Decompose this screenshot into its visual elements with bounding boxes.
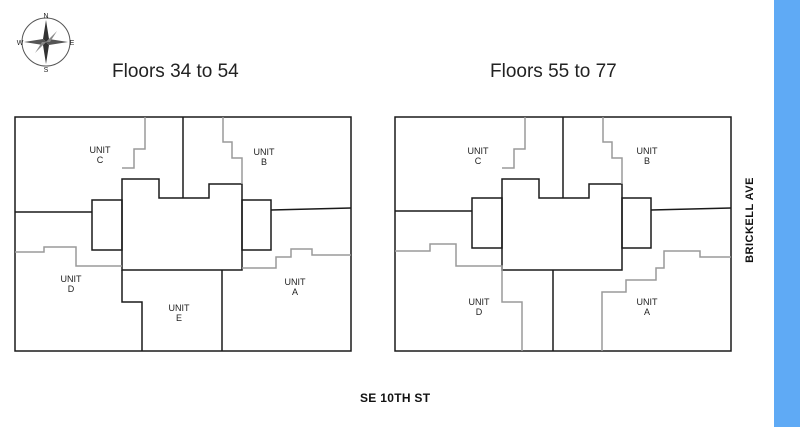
core-wing-east xyxy=(621,197,652,249)
compass-north: N xyxy=(43,13,48,20)
compass-east: E xyxy=(70,40,75,47)
unit-letter: E xyxy=(176,313,182,323)
unit-letter: C xyxy=(475,156,482,166)
compass-west: W xyxy=(17,40,24,47)
boundary-unit-a xyxy=(601,250,731,351)
unit-label: UNIT xyxy=(285,277,306,287)
compass-south: S xyxy=(44,67,49,74)
core-wing-west xyxy=(471,197,503,249)
boundary-unit-c xyxy=(122,117,146,169)
wall-east xyxy=(270,207,352,211)
street-label-brickell-ave: BRICKELL AVE xyxy=(744,177,756,263)
unit-label: UNIT xyxy=(637,297,658,307)
unit-letter: D xyxy=(68,284,75,294)
boundary-unit-a xyxy=(242,248,351,269)
boundary-unit-b xyxy=(602,117,623,184)
plan-title-floors-34-54: Floors 34 to 54 xyxy=(112,61,239,82)
unit-label: UNIT xyxy=(254,147,275,157)
core-wing-east xyxy=(241,199,272,251)
right-accent-bar xyxy=(774,0,800,427)
unit-label: UNIT xyxy=(469,297,490,307)
unit-letter: A xyxy=(292,287,298,297)
unit-letter: B xyxy=(644,156,650,166)
unit-label: UNIT xyxy=(169,303,190,313)
boundary-unit-d xyxy=(395,243,523,351)
unit-letter: D xyxy=(476,307,483,317)
core-wing-west xyxy=(91,199,123,251)
floor-plan-55-77: UNIT C UNIT B UNIT D UNIT A xyxy=(394,116,732,352)
unit-letter: C xyxy=(97,155,104,165)
wall-south-west xyxy=(121,270,143,351)
floor-plan-34-54: UNIT C UNIT B UNIT D UNIT E UNIT A xyxy=(14,116,352,352)
plan-title-floors-55-77: Floors 55 to 77 xyxy=(490,61,617,82)
unit-label: UNIT xyxy=(61,274,82,284)
core xyxy=(121,178,243,271)
wall-east xyxy=(650,207,732,211)
street-label-se-10th-st: SE 10TH ST xyxy=(360,391,431,405)
unit-label: UNIT xyxy=(468,146,489,156)
boundary-unit-c xyxy=(502,117,526,169)
core xyxy=(501,178,623,271)
unit-label: UNIT xyxy=(90,145,111,155)
boundary-unit-d xyxy=(15,246,122,267)
unit-letter: A xyxy=(644,307,650,317)
unit-label: UNIT xyxy=(637,146,658,156)
unit-letter: B xyxy=(261,157,267,167)
boundary-unit-b xyxy=(222,117,243,184)
compass-rose-icon: N E S W xyxy=(17,13,75,74)
